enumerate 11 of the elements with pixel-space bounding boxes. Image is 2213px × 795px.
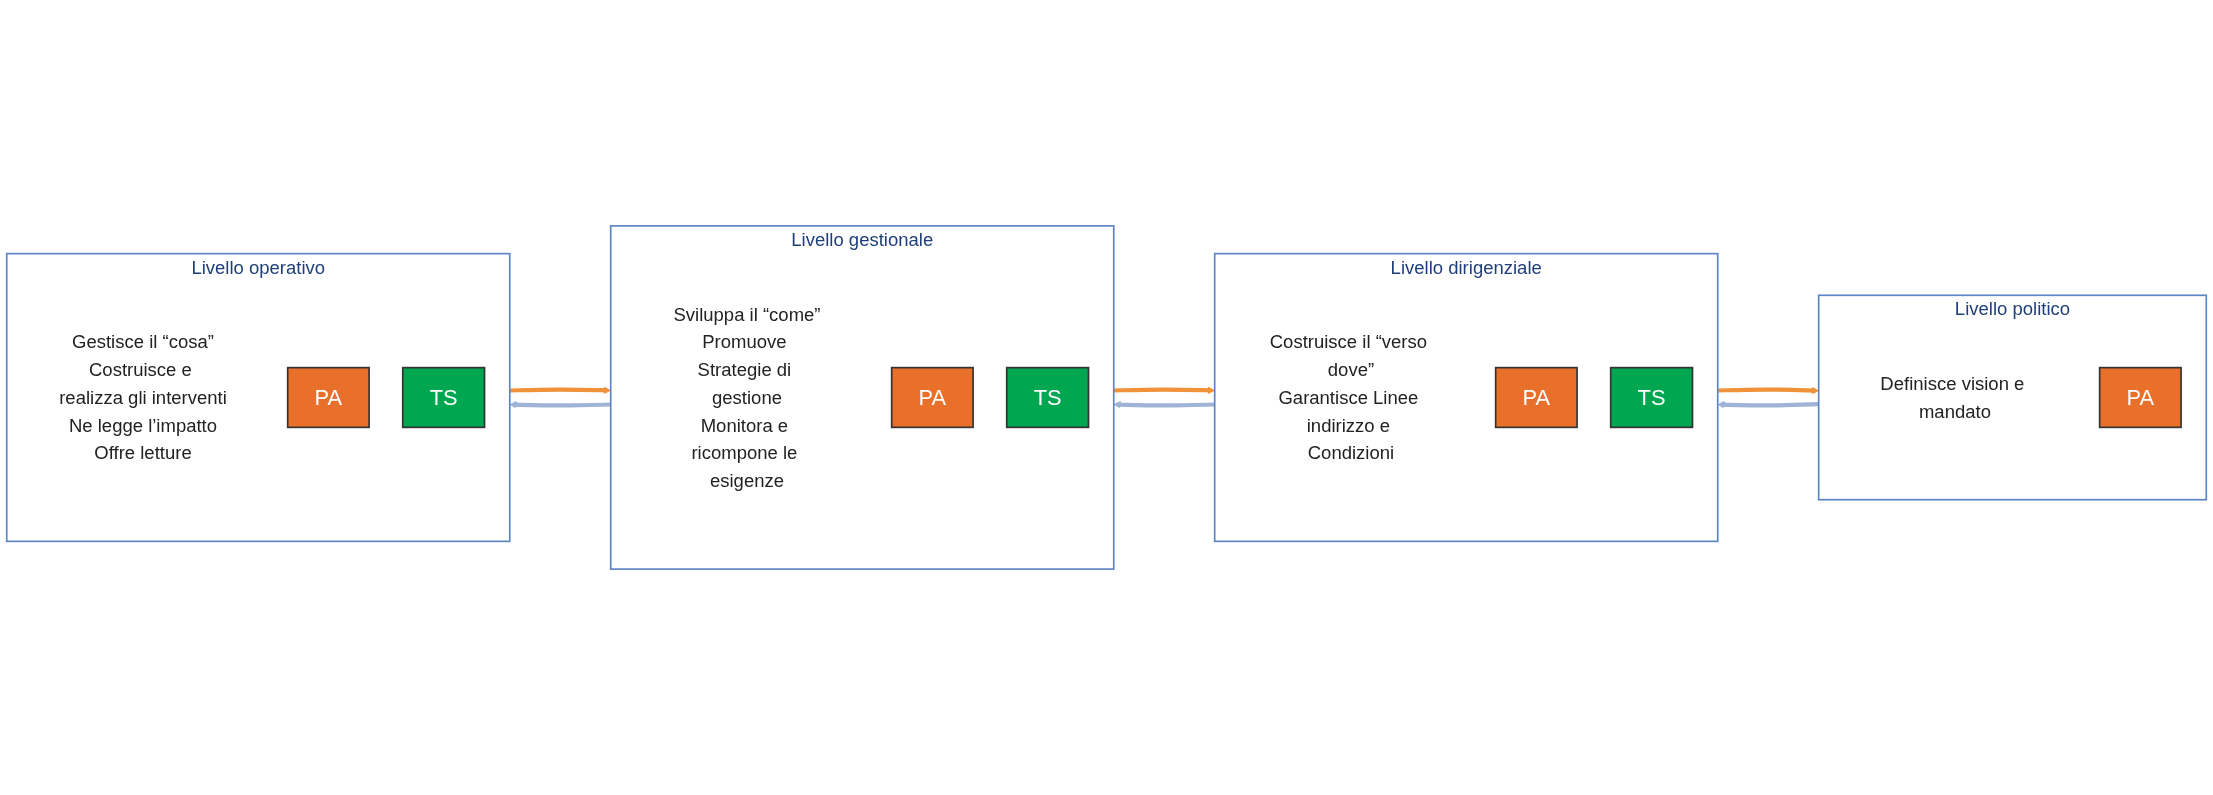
node-box: PA xyxy=(1494,366,1578,429)
arrow xyxy=(1717,401,1819,409)
node-box: TS xyxy=(1609,366,1694,429)
node-box: PA xyxy=(890,366,974,429)
node-box: TS xyxy=(1005,366,1090,429)
node-box: PA xyxy=(286,366,370,429)
arrow xyxy=(1113,401,1215,409)
node-box: TS xyxy=(401,366,486,429)
arrow xyxy=(509,401,611,409)
node-box: PA xyxy=(2098,366,2182,429)
arrow xyxy=(1717,386,1819,395)
